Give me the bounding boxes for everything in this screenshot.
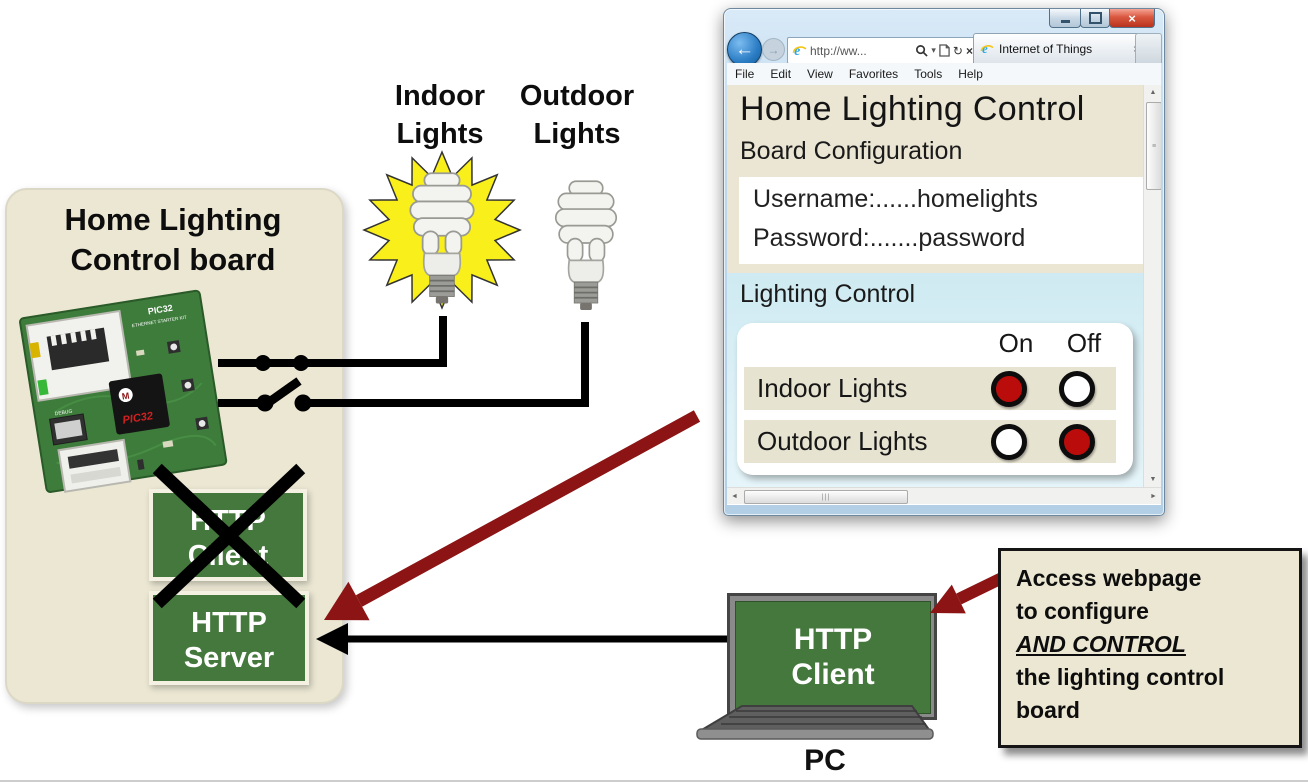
outdoor-on-radio[interactable] <box>991 424 1027 460</box>
on-column-header: On <box>998 328 1034 358</box>
outdoor-lights-row: Outdoor Lights <box>744 420 1116 463</box>
compatibility-page-icon[interactable] <box>939 44 950 57</box>
scroll-down-icon[interactable]: ▼ <box>1149 476 1157 483</box>
indoor-off-radio[interactable] <box>1059 371 1095 407</box>
new-tab-button[interactable] <box>1135 33 1162 63</box>
outdoor-lights-label: Outdoor Lights <box>502 78 652 153</box>
control-board-title-line2: Control board <box>70 241 276 277</box>
thumb-grip: ≡ <box>1151 142 1157 150</box>
forward-button[interactable]: → <box>762 38 785 61</box>
outdoor-wire-right <box>303 322 589 407</box>
ie-icon: e <box>980 42 994 56</box>
note-line5: board <box>1016 697 1080 723</box>
pc-caption: PC <box>804 744 846 777</box>
maximize-icon <box>1088 12 1102 24</box>
tab-internet-of-things[interactable]: e Internet of Things × <box>973 33 1147 63</box>
pc-screen-line2: Client <box>791 657 875 691</box>
svg-text:e: e <box>982 42 988 56</box>
indoor-bulb <box>409 172 475 305</box>
http-server-line1: HTTP <box>191 607 267 639</box>
indoor-label-line2: Lights <box>396 117 484 150</box>
window-controls: × <box>1049 9 1155 28</box>
horizontal-scroll-thumb[interactable]: ||| <box>744 490 908 504</box>
note-line1: Access webpage <box>1016 565 1202 591</box>
close-button[interactable]: × <box>1109 9 1155 28</box>
menu-view[interactable]: View <box>807 67 833 81</box>
minimize-button[interactable] <box>1049 9 1081 28</box>
control-board-title: Home Lighting Control board <box>16 200 330 279</box>
vertical-scroll-thumb[interactable]: ≡ <box>1146 102 1161 190</box>
refresh-icon[interactable]: ↻ <box>952 43 963 58</box>
note-line3: AND CONTROL <box>1016 631 1186 657</box>
outdoor-label-line2: Lights <box>533 117 621 150</box>
http-client-line2: Client <box>187 539 269 572</box>
outdoor-label-line1: Outdoor <box>519 80 635 112</box>
thumb-grip: ||| <box>821 493 831 501</box>
scroll-right-icon[interactable]: ► <box>1150 492 1157 500</box>
back-icon: ← <box>735 38 754 60</box>
http-server-box: HTTP Server <box>149 591 309 685</box>
menu-edit[interactable]: Edit <box>770 67 792 81</box>
outdoor-row-label: Outdoor Lights <box>757 426 928 456</box>
lighting-control-heading: Lighting Control <box>740 280 916 308</box>
bottom-rule <box>0 780 1308 782</box>
off-column-header: Off <box>1066 328 1102 358</box>
browser-window: × ← → e http://ww... ▾ ↻ × e <box>723 8 1165 516</box>
scroll-left-icon[interactable]: ◄ <box>731 492 738 500</box>
note-to-pc-arrow <box>930 571 1007 614</box>
username-line: Username:......homelights <box>753 185 1038 213</box>
pc-screen-line1: HTTP <box>793 623 873 656</box>
stop-icon[interactable]: × <box>965 43 973 58</box>
pc-to-server-arrow <box>316 623 727 655</box>
browser-to-server-arrow <box>324 410 701 621</box>
back-button[interactable]: ← <box>727 32 762 67</box>
search-icon[interactable] <box>915 44 929 57</box>
menu-file[interactable]: File <box>735 67 755 81</box>
menu-help[interactable]: Help <box>958 67 983 81</box>
tab-title: Internet of Things <box>999 41 1093 56</box>
page-title: Home Lighting Control <box>740 90 1085 128</box>
credentials-box: Username:......homelights Password:.....… <box>739 177 1145 264</box>
indoor-lights-row: Indoor Lights <box>744 367 1116 410</box>
menu-tools[interactable]: Tools <box>914 67 943 81</box>
minimize-icon <box>1060 20 1070 23</box>
ie-icon: e <box>792 43 807 58</box>
pc-screen-content: HTTP Client <box>735 601 931 714</box>
pc-laptop-screen: HTTP Client <box>727 593 937 720</box>
menu-bar: File Edit View Favorites Tools Help <box>727 63 1161 86</box>
chevron-down-icon[interactable]: ▾ <box>931 45 936 55</box>
indoor-on-radio[interactable] <box>991 371 1027 407</box>
outdoor-off-radio[interactable] <box>1059 424 1095 460</box>
url-text: http://ww... <box>810 43 867 58</box>
http-server-line2: Server <box>183 641 275 674</box>
outdoor-bulb <box>554 180 618 311</box>
note-box: Access webpage to configure AND CONTROL … <box>998 548 1302 748</box>
http-client-line1: HTTP <box>190 505 266 537</box>
menu-favorites[interactable]: Favorites <box>848 67 899 81</box>
svg-text:e: e <box>794 43 800 58</box>
lighting-control-box: On Off Indoor Lights Outdoor Lights <box>737 323 1133 475</box>
indoor-row-label: Indoor Lights <box>757 373 908 403</box>
laptop-base <box>696 728 934 740</box>
indoor-lights-label: Indoor Lights <box>365 78 515 153</box>
control-board-title-line1: Home Lighting <box>64 202 282 237</box>
page-content: Home Lighting Control Board Configuratio… <box>727 85 1161 505</box>
password-line: Password:.......password <box>753 224 1026 252</box>
vertical-scrollbar[interactable]: ▲ ≡ ▼ <box>1143 85 1161 487</box>
close-icon: × <box>1128 10 1136 26</box>
scroll-up-icon[interactable]: ▲ <box>1149 89 1157 96</box>
note-line2: to configure <box>1016 598 1149 624</box>
forward-icon: → <box>767 42 780 57</box>
horizontal-scrollbar[interactable]: ◄ ||| ► <box>727 487 1161 504</box>
note-line4: the lighting control <box>1016 664 1225 690</box>
indoor-label-line1: Indoor <box>394 80 486 112</box>
address-bar[interactable]: e http://ww... ▾ ↻ × <box>787 37 978 64</box>
http-client-board-box: HTTP Client <box>149 489 307 581</box>
indoor-glow-starburst <box>362 150 522 310</box>
maximize-button[interactable] <box>1080 9 1110 28</box>
config-heading: Board Configuration <box>740 137 963 165</box>
